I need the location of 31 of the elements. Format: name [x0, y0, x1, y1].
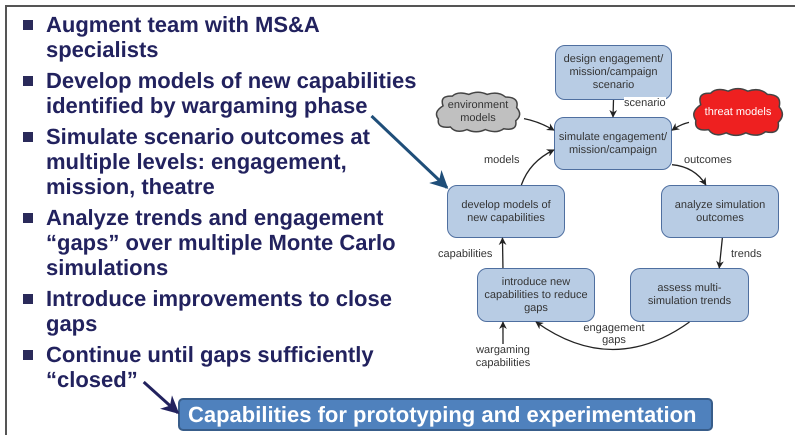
edge-label: engagement gaps [582, 322, 646, 346]
arrow [370, 114, 448, 189]
source-text: wargaming capabilities [468, 344, 538, 370]
arrow [520, 149, 555, 186]
arrow [498, 237, 506, 268]
bullet-text: Simulate scenario outcomes at multiple levels: engagement, mission, theatre [46, 124, 371, 199]
process-box: analyze simulation outcomes [661, 185, 779, 238]
arrow [535, 321, 690, 350]
edge-label: models [484, 154, 520, 166]
arrow [672, 164, 706, 186]
edge-label: scenario [624, 97, 666, 109]
process-box: develop models of new capabilities [447, 185, 565, 238]
process-box: simulate engagement/ mission/campaign [554, 117, 672, 170]
edge-label: trends [731, 248, 762, 260]
bullet-text: Continue until gaps sufficiently “closed” [46, 342, 386, 392]
process-box: introduce new capabilities to reduce gaps [477, 268, 595, 322]
arrow [524, 118, 555, 131]
arrow [499, 321, 507, 344]
bullet-text: Analyze trends and engagement “gaps” over multiple Monte Carlo simulations [46, 205, 397, 280]
edge-label: outcomes [684, 154, 732, 166]
bullet-text: Augment team with MS&A specialists [46, 12, 320, 62]
edge-label: capabilities [438, 248, 492, 260]
arrow [716, 238, 724, 269]
highlight-box: Capabilities for prototyping and experimentation [178, 398, 713, 431]
arrow [142, 380, 180, 414]
process-box: assess multi-simulation trends [630, 268, 749, 322]
arrow [609, 100, 618, 118]
bullet-text: Introduce improvements to close gaps [46, 286, 393, 336]
process-box: design engagement/ mission/campaign scenario [555, 45, 672, 100]
arrow [671, 122, 690, 131]
bullet-text: Develop models of new capabilities identified by wargaming phase [46, 68, 426, 118]
